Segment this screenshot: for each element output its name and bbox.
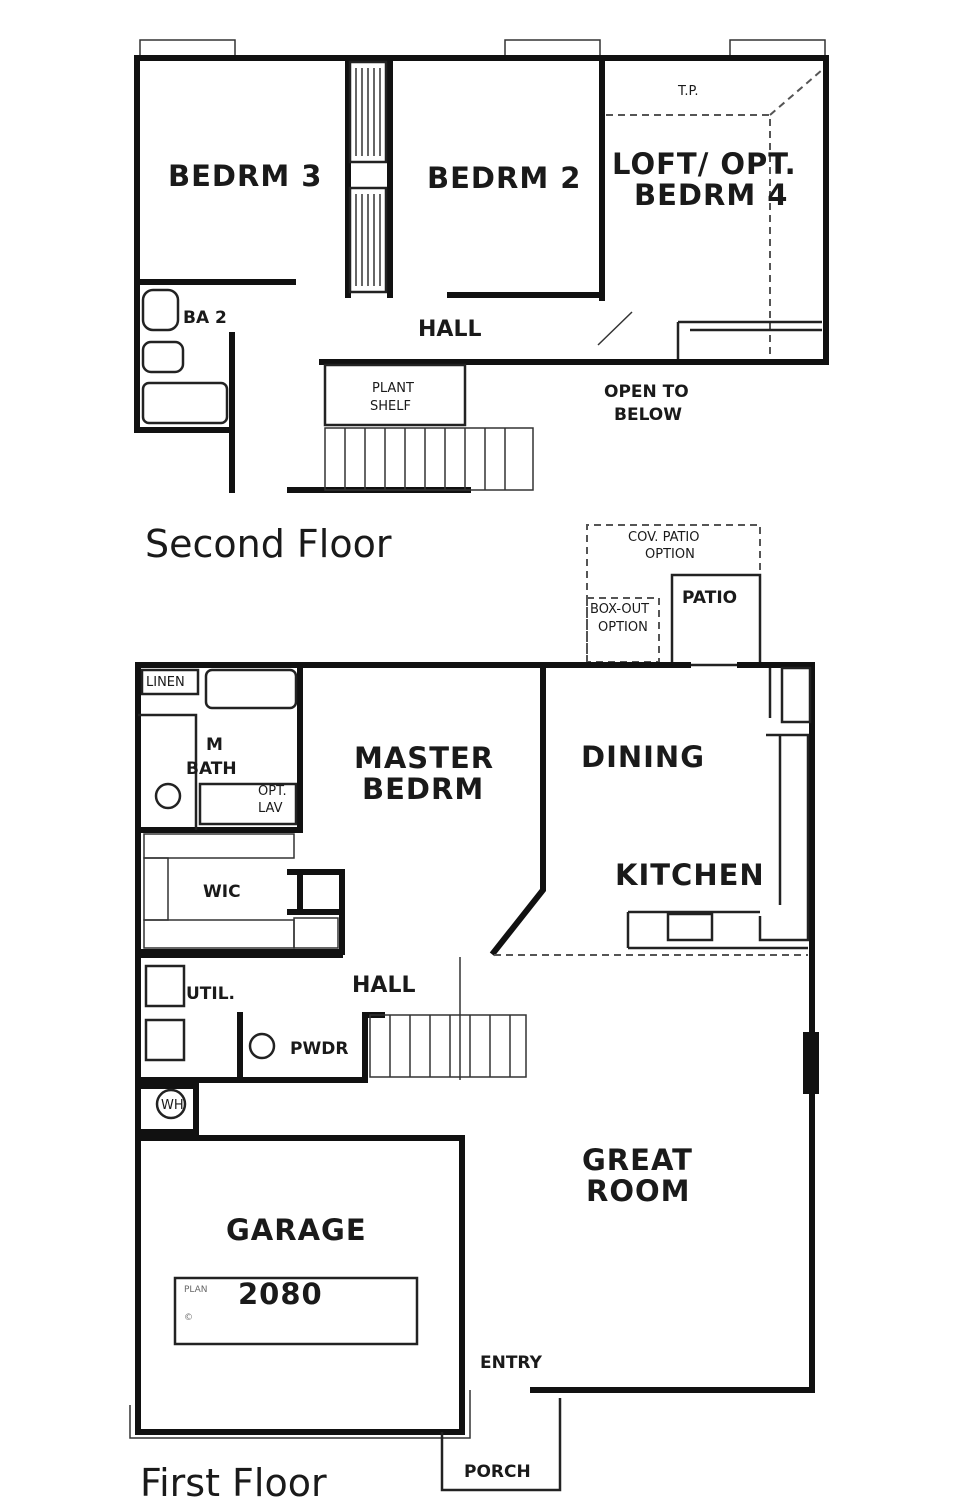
- attic-access-label: T.P.: [677, 84, 698, 99]
- stair: [324, 427, 534, 491]
- plan-info-fineprint: PLAN: [184, 1285, 208, 1295]
- stair: [369, 1014, 527, 1078]
- bath-wall: [138, 713, 198, 830]
- room-label-kitchen: KITCHEN: [615, 858, 765, 892]
- washer: [144, 964, 186, 1008]
- closet: [348, 186, 388, 294]
- room-label-hall: HALL: [418, 317, 481, 342]
- loft-ledge: [676, 320, 822, 360]
- room-label-patio: PATIO: [682, 588, 737, 608]
- room-label-master-2: BEDRM: [362, 772, 484, 806]
- interior-wall: [135, 665, 546, 957]
- room-label-loft: LOFT/ OPT.: [612, 147, 797, 181]
- room-label-garage: GARAGE: [226, 1213, 367, 1247]
- linen-closet: [140, 668, 200, 696]
- room-label-mbath-2: BATH: [186, 759, 237, 779]
- vanity: [198, 782, 298, 826]
- room-label-linen: LINEN: [146, 675, 185, 690]
- room-label-great-1: GREAT: [582, 1143, 693, 1177]
- garage-apron: [129, 1390, 471, 1439]
- interior-wall: [135, 952, 385, 1135]
- room-label-bedrm3: BEDRM 3: [168, 159, 322, 193]
- toilet: [154, 782, 182, 810]
- fireplace: [803, 1032, 819, 1094]
- interior-wall: [134, 55, 605, 301]
- floor-title-first: First Floor: [140, 1461, 327, 1505]
- cov-patio-label-2: OPTION: [645, 547, 695, 562]
- patio: [670, 573, 762, 667]
- room-label-porch: PORCH: [464, 1462, 531, 1482]
- box-out-label-1: BOX-OUT: [590, 602, 649, 617]
- porch: [440, 1398, 562, 1492]
- plant-shelf-label-2: SHELF: [370, 399, 411, 414]
- interior-wall: [287, 869, 345, 915]
- loft-overhead-line: [606, 69, 823, 360]
- exterior-wall: [134, 55, 829, 493]
- pantry: [780, 666, 812, 724]
- closet-shelving: [355, 68, 381, 286]
- toilet: [141, 340, 185, 374]
- plant-shelf-label-1: PLANT: [372, 381, 414, 396]
- open-to-below-label-2: BELOW: [614, 405, 682, 425]
- water-heater: [155, 1088, 187, 1120]
- first-floor-plan: PLAN © LINEN M BATH OPT. LAV MASTER BEDR…: [129, 524, 819, 1505]
- kitchen-sink: [666, 912, 714, 942]
- box-out-label-2: OPTION: [598, 620, 648, 635]
- second-floor-plan: T.P. BEDRM 3 BEDRM 2 LOFT/ OPT. BEDRM 4 …: [134, 39, 829, 566]
- open-to-below-label-1: OPEN TO: [604, 382, 689, 402]
- opt-lav-label-1: OPT.: [258, 784, 287, 799]
- room-label-wh: WH: [161, 1098, 184, 1113]
- door-swing: [597, 311, 633, 346]
- opt-lav-label-2: LAV: [258, 801, 283, 816]
- room-label-wic: WIC: [203, 882, 241, 902]
- closet-shelving: [143, 833, 339, 949]
- room-label-mbath-1: M: [206, 735, 223, 755]
- exterior-wall: [135, 662, 815, 1435]
- floor-title-second: Second Floor: [145, 522, 392, 566]
- kitchen-counter: [626, 668, 810, 950]
- dryer: [144, 1018, 186, 1062]
- room-label-entry: ENTRY: [480, 1353, 543, 1373]
- room-label-bedrm2: BEDRM 2: [427, 161, 581, 195]
- cov-patio-label-1: COV. PATIO: [628, 530, 699, 545]
- room-label-pwdr: PWDR: [290, 1039, 348, 1059]
- room-label-ba2: BA 2: [183, 308, 227, 328]
- plan-info-fineprint: ©: [184, 1313, 193, 1323]
- room-label-util: UTIL.: [186, 984, 235, 1004]
- room-label-dining: DINING: [581, 740, 705, 774]
- room-label-master-1: MASTER: [354, 741, 494, 775]
- room-label-bedrm4: BEDRM 4: [634, 178, 788, 212]
- plan-number: 2080: [238, 1277, 323, 1311]
- pwdr-toilet: [248, 1032, 276, 1060]
- bathtub: [204, 668, 298, 710]
- room-label-hall: HALL: [352, 973, 415, 998]
- sink: [141, 288, 180, 332]
- plan-info-box: [173, 1276, 419, 1346]
- plant-shelf: [323, 363, 467, 427]
- bathtub: [141, 381, 229, 425]
- closet: [348, 60, 388, 164]
- room-label-great-2: ROOM: [586, 1174, 691, 1208]
